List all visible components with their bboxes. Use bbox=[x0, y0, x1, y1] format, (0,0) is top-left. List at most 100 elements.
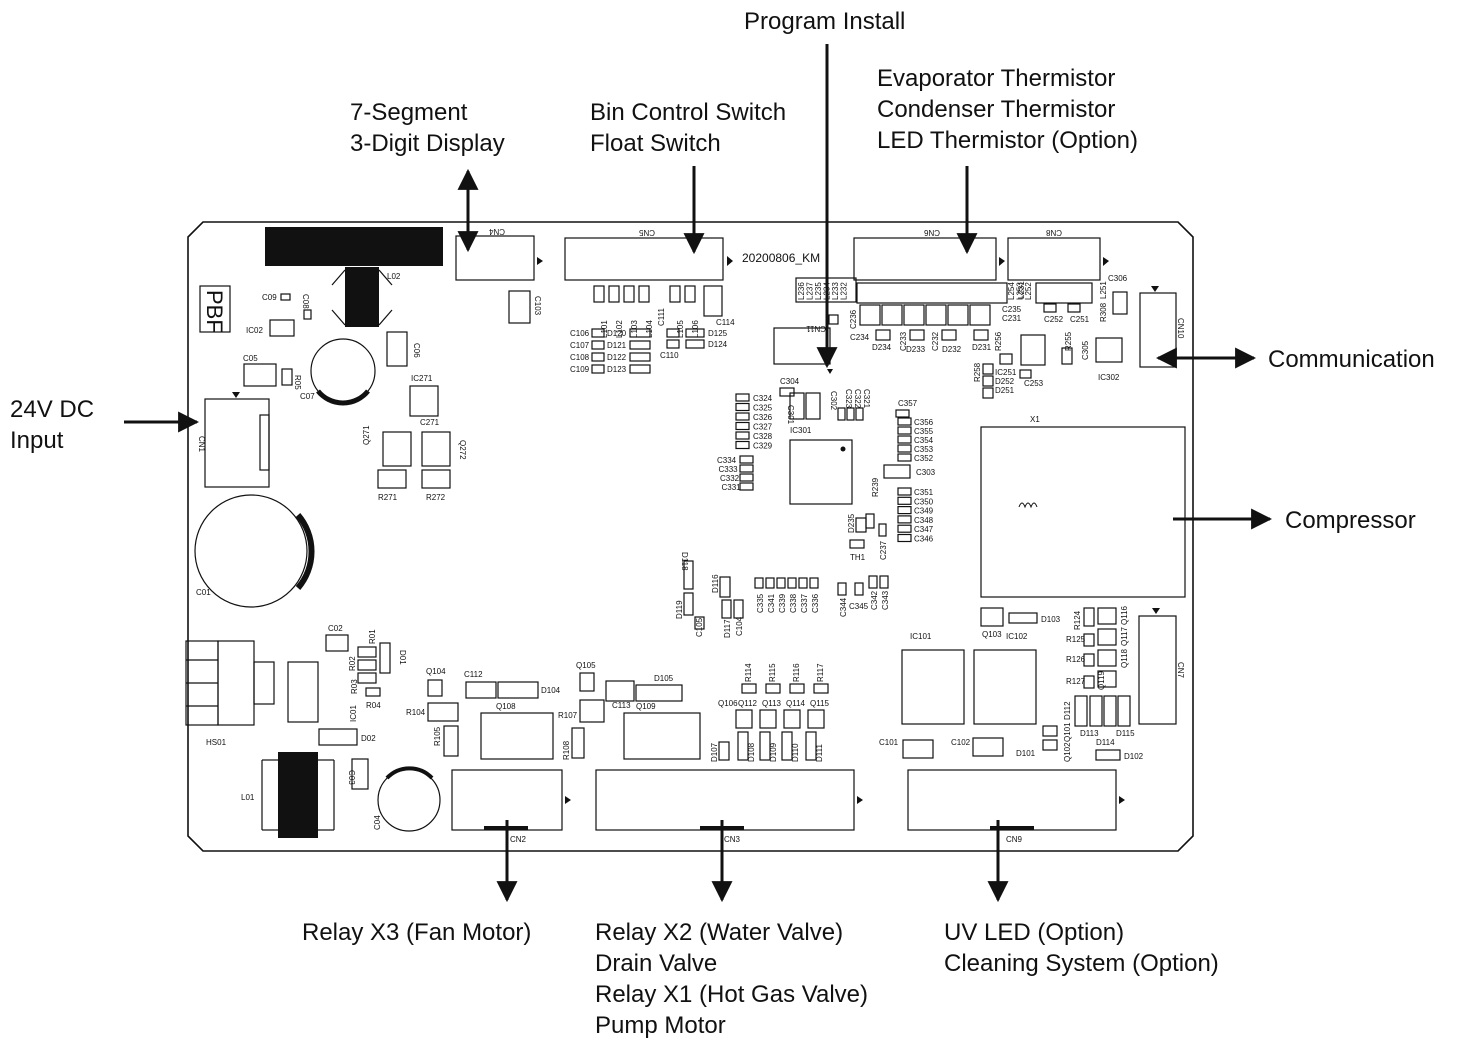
label-d251: D251 bbox=[995, 386, 1015, 395]
diode-label: D108 bbox=[747, 742, 756, 762]
capacitor-label: C328 bbox=[753, 432, 773, 441]
callout-relay-x2-line-4: Pump Motor bbox=[595, 1012, 726, 1039]
label-c06: C06 bbox=[412, 343, 421, 358]
label-d02: D02 bbox=[361, 734, 376, 743]
transistor-label: Q112 bbox=[738, 699, 758, 708]
label-c232: C232 bbox=[931, 331, 940, 351]
label-cn11: CN11 bbox=[806, 324, 826, 333]
label-c234: C234 bbox=[850, 333, 870, 342]
diode bbox=[629, 340, 651, 350]
label-r05: R05 bbox=[293, 375, 302, 390]
connector-cn11 bbox=[773, 327, 831, 365]
label-c03: C03 bbox=[347, 770, 356, 785]
transistor bbox=[807, 709, 825, 729]
label-l02: L02 bbox=[387, 272, 401, 281]
diode-label: D107 bbox=[710, 742, 719, 762]
callout-relay-x3-text: Relay X3 (Fan Motor) bbox=[302, 919, 532, 946]
label-c233: C233 bbox=[899, 331, 908, 351]
callout-seven-segment-line-2: 3-Digit Display bbox=[350, 130, 505, 157]
label-c236: C236 bbox=[849, 309, 858, 329]
label-d116: D116 bbox=[711, 574, 720, 593]
capacitor bbox=[666, 339, 680, 349]
capacitor-label: C352 bbox=[914, 454, 934, 463]
connector-cn7 bbox=[1138, 615, 1177, 725]
callout-relay-x3: Relay X3 (Fan Motor) bbox=[302, 917, 531, 948]
inductor-label: L235 bbox=[814, 282, 823, 300]
inductor-label: L237 bbox=[806, 282, 815, 300]
capacitor-label: C356 bbox=[914, 418, 934, 427]
label-r127: R127 bbox=[1066, 677, 1086, 686]
capacitor bbox=[754, 577, 764, 589]
label-d112: D112 bbox=[1063, 701, 1072, 720]
callout-program-install: Program Install bbox=[744, 6, 905, 37]
capacitor bbox=[897, 533, 912, 543]
label-c07: C07 bbox=[300, 392, 315, 401]
relay-q108 bbox=[480, 712, 554, 760]
label-q271: Q271 bbox=[362, 425, 371, 445]
label-q103: Q103 bbox=[982, 630, 1002, 639]
capacitor bbox=[739, 464, 754, 473]
capacitor-label: C354 bbox=[914, 436, 934, 445]
label-q119: Q119 bbox=[1097, 670, 1106, 690]
label-q108: Q108 bbox=[496, 702, 516, 711]
inductor-l01 bbox=[278, 752, 318, 838]
diode bbox=[718, 741, 730, 761]
callout-uv-line-1: UV LED (Option) bbox=[944, 919, 1125, 946]
label-ic302: IC302 bbox=[1098, 373, 1120, 382]
callout-compressor-text: Compressor bbox=[1285, 507, 1416, 534]
capacitor-label: C324 bbox=[753, 394, 773, 403]
label-d232: D232 bbox=[942, 345, 962, 354]
diode-label: D110 bbox=[791, 743, 800, 762]
diode bbox=[629, 352, 651, 362]
capacitor bbox=[735, 393, 750, 402]
capacitor bbox=[787, 577, 797, 589]
inductor bbox=[593, 285, 605, 303]
capacitor bbox=[735, 402, 750, 412]
label-cn6: CN6 bbox=[923, 228, 940, 237]
label-q105: Q105 bbox=[576, 661, 596, 670]
resistor-label: R117 bbox=[816, 663, 825, 682]
label-c235: C235 bbox=[1002, 305, 1022, 314]
callout-dc-input-line-2: Input bbox=[10, 427, 64, 454]
label-r01: R01 bbox=[368, 629, 377, 644]
ic101-body bbox=[901, 649, 965, 725]
diode bbox=[781, 731, 793, 761]
inductor bbox=[608, 285, 620, 303]
resistor bbox=[813, 683, 829, 694]
diode bbox=[629, 328, 651, 338]
capacitor-label: C332 bbox=[720, 474, 740, 483]
label-d115: D115 bbox=[1116, 729, 1135, 738]
label-c114: C114 bbox=[716, 318, 735, 327]
diode-label: D121 bbox=[607, 341, 627, 350]
connector-cn6 bbox=[853, 237, 997, 281]
diode-label: D124 bbox=[708, 340, 728, 349]
label-c342: C342 bbox=[870, 590, 879, 610]
capacitor bbox=[897, 444, 912, 453]
capacitor bbox=[798, 577, 808, 589]
inductor-label: L253 bbox=[1016, 282, 1025, 300]
pcb-board-outline bbox=[187, 221, 1194, 852]
label-ic251: IC251 bbox=[995, 368, 1017, 377]
capacitor bbox=[897, 453, 912, 462]
label-c110: C110 bbox=[660, 351, 679, 360]
label-cn1: CN1 bbox=[197, 436, 206, 453]
label-r308: R308 bbox=[1099, 302, 1108, 322]
capacitor bbox=[739, 455, 754, 464]
callout-bin-control-line-2: Float Switch bbox=[590, 130, 721, 157]
callout-communication-text: Communication bbox=[1268, 346, 1435, 373]
diode-label: D125 bbox=[708, 329, 728, 338]
pbf-mark: PBF bbox=[202, 290, 227, 333]
capacitor bbox=[739, 473, 754, 482]
label-cn3: CN3 bbox=[724, 835, 741, 844]
label-r124: R124 bbox=[1073, 610, 1082, 630]
label-c357: C357 bbox=[898, 399, 918, 408]
callout-uv-group: UV LED (Option) Cleaning System (Option) bbox=[944, 917, 1219, 979]
label-r271: R271 bbox=[378, 493, 398, 502]
